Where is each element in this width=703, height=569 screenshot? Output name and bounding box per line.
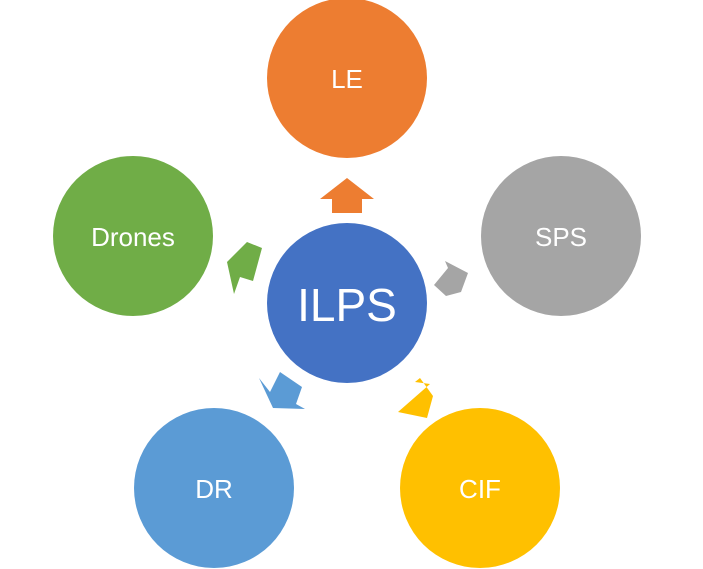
- node-drones: Drones: [53, 156, 213, 316]
- node-cif-label: CIF: [459, 474, 501, 504]
- node-le: LE: [267, 0, 427, 158]
- node-sps: SPS: [481, 156, 641, 316]
- arrow-to-cif: [398, 378, 433, 418]
- node-sps-label: SPS: [535, 222, 587, 252]
- arrow-to-le: [320, 178, 374, 213]
- arrow-to-drones: [227, 242, 262, 294]
- node-center: ILPS: [267, 223, 427, 383]
- node-dr: DR: [134, 408, 294, 568]
- node-cif: CIF: [400, 408, 560, 568]
- node-drones-label: Drones: [91, 222, 175, 252]
- node-le-label: LE: [331, 64, 363, 94]
- arrow-to-sps: [434, 261, 468, 296]
- node-center-label: ILPS: [297, 279, 397, 331]
- node-dr-label: DR: [195, 474, 233, 504]
- arrow-to-dr: [259, 372, 305, 409]
